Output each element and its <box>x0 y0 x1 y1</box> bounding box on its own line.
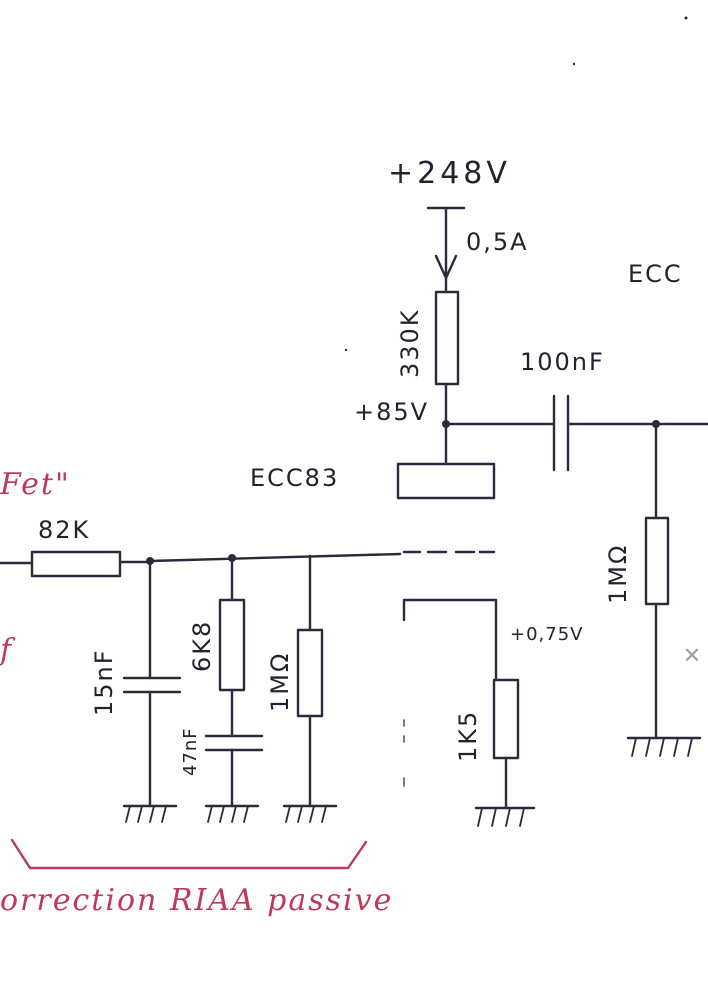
riaa-annotation: orrection RIAA passive <box>0 883 393 918</box>
ground-hatch <box>125 805 131 823</box>
ground-hatch <box>309 805 315 823</box>
current-arrow <box>434 254 458 280</box>
riaa-bracket <box>10 838 368 870</box>
series-resistor-label: 82K <box>38 516 90 544</box>
paper-speck <box>344 348 348 352</box>
ground-hatch <box>243 805 249 823</box>
tube-label: ECC83 <box>250 464 339 492</box>
ground-hatch <box>231 805 237 823</box>
paper-speck <box>572 62 576 66</box>
ground-hatch <box>687 737 693 757</box>
ground-hatch <box>285 805 291 823</box>
ground-hatch <box>161 805 167 823</box>
paper-speck <box>684 16 688 20</box>
shunt-resistor <box>296 628 324 718</box>
tube-anode-plate <box>396 462 496 500</box>
left-fragment-label: Fet" <box>0 467 71 502</box>
ground-hatch <box>491 807 497 827</box>
riaa-main-wire <box>148 552 402 563</box>
grid-resistor-label: 1MΩ <box>604 544 632 604</box>
faded-mark: ✕ <box>681 646 706 664</box>
anode-resistor <box>434 290 460 386</box>
resistor-6k8 <box>218 598 246 692</box>
series-resistor <box>30 550 122 578</box>
cathode-resistor <box>492 678 520 760</box>
coupling-cap-label: 100nF <box>520 348 605 376</box>
shunt-resistor-label: 1MΩ <box>266 652 294 712</box>
ground-hatch <box>297 805 303 823</box>
ground-hatch <box>659 737 665 757</box>
tube-cathode <box>402 598 498 626</box>
ground-hatch <box>645 737 651 757</box>
current-label: 0,5A <box>466 228 529 256</box>
ground-hatch <box>137 805 143 823</box>
ground-hatch <box>519 807 525 827</box>
grid-resistor <box>644 516 670 606</box>
ground-hatch <box>477 807 483 827</box>
cap-15n-label: 15nF <box>90 648 118 716</box>
ground-hatch <box>321 805 327 823</box>
supply-voltage-label: +248V <box>388 156 511 191</box>
anode-resistor-label: 330K <box>396 308 424 378</box>
anode-voltage-label: +85V <box>354 398 429 426</box>
ground-hatch <box>219 805 225 823</box>
tube-right-label: ECC <box>628 260 683 288</box>
cap-47n-label: 47nF <box>180 727 201 776</box>
ground-hatch <box>631 737 637 757</box>
resistor-6k8-label: 6K8 <box>188 620 216 672</box>
ground-hatch <box>505 807 511 827</box>
left-fragment-label-2: f <box>0 633 16 668</box>
cathode-voltage-label: +0,75V <box>510 624 583 645</box>
ground-hatch <box>673 737 679 757</box>
ground-hatch <box>207 805 213 823</box>
cathode-resistor-label: 1K5 <box>454 710 482 762</box>
ground-hatch <box>149 805 155 823</box>
